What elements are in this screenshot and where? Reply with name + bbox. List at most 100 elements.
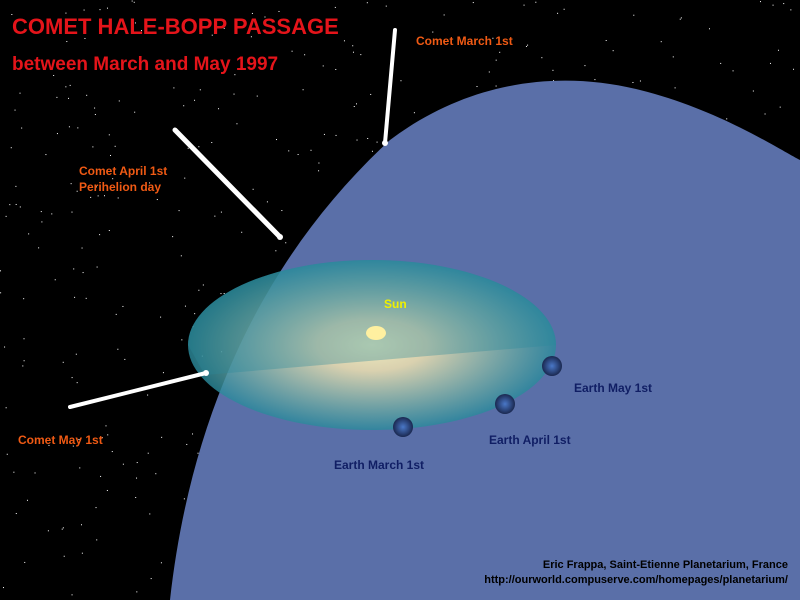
star [220,293,222,295]
star [134,111,136,113]
star [304,54,306,56]
star [101,437,103,439]
star [95,507,97,509]
star [275,250,277,252]
star [56,96,58,98]
label-sun: Sun [384,297,407,311]
star [527,44,529,46]
star [70,183,72,185]
star [0,292,2,294]
star [178,210,180,212]
star [14,109,16,111]
star [65,12,67,14]
star [353,106,355,108]
star [124,358,126,360]
star [278,10,280,12]
star [523,4,525,6]
star [62,361,64,363]
star [5,407,7,409]
star [9,204,11,206]
star [122,305,124,307]
star [241,231,243,233]
star [134,22,136,24]
star [13,471,15,473]
star [584,65,586,67]
star [108,134,110,136]
star [82,272,84,274]
star [26,499,28,501]
star [75,353,77,355]
star [541,57,543,59]
star [413,112,415,114]
star [28,233,30,235]
star [106,7,108,9]
star [47,530,49,532]
label-comet-april: Comet April 1st [79,164,168,178]
star [69,84,71,86]
star [99,9,101,11]
star [150,578,152,580]
star [83,9,85,11]
star [720,62,722,64]
star [62,527,64,529]
label-comet-march: Comet March 1st [416,34,513,48]
label-perihelion: Perihelion day [79,180,162,194]
star [198,146,200,148]
star [352,51,354,53]
star [84,37,86,39]
star [80,524,82,526]
label-earth-april: Earth April 1st [489,433,571,447]
star [223,27,225,29]
star [488,71,490,73]
star [162,372,164,374]
star [24,561,26,563]
star [234,74,236,76]
title: COMET HALE-BOPP PASSAGE [12,14,339,39]
star [103,195,105,197]
star [385,5,387,7]
star [197,452,199,454]
star [108,230,110,232]
star [184,305,186,307]
star [334,6,336,8]
star [252,188,254,190]
credit-author: Eric Frappa, Saint-Etienne Planetarium, … [542,559,788,571]
star [156,199,158,201]
star [291,50,293,52]
star [135,497,137,499]
star [322,65,324,67]
star [117,348,119,350]
star [443,14,445,16]
star [90,196,92,198]
star [114,145,116,147]
star [118,100,120,102]
star [68,126,70,128]
star [54,279,56,281]
label-earth-march: Earth March 1st [334,458,425,472]
star [223,292,225,294]
star [21,127,23,129]
star [563,8,565,10]
star [147,394,149,396]
star [180,255,182,257]
star [71,211,73,213]
star [95,186,97,188]
star [23,338,25,340]
star [155,473,157,475]
star [96,266,98,268]
star [6,453,8,455]
star [192,433,194,435]
star [312,19,314,21]
star [288,150,290,152]
earth-march [393,417,413,437]
comet-may [203,370,209,376]
star [202,284,204,286]
star [0,270,2,272]
star [352,45,354,47]
star [660,41,662,43]
star [471,40,473,42]
star [106,489,108,491]
star [553,80,555,82]
star [679,18,681,20]
